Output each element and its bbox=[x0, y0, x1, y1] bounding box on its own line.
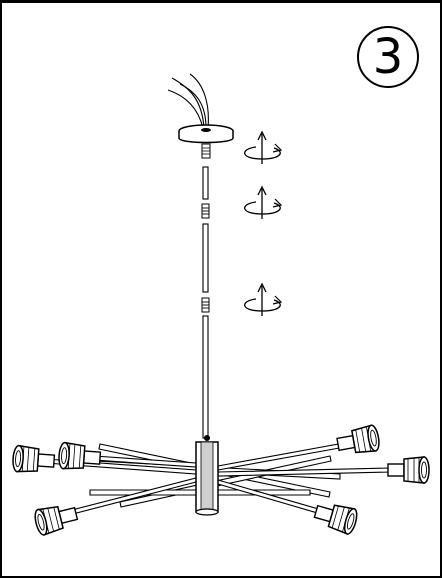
rotate-arrow-icon bbox=[244, 283, 282, 317]
central-hub bbox=[195, 435, 219, 516]
lamp-socket-icon bbox=[32, 500, 80, 537]
step-number: 3 bbox=[372, 29, 404, 85]
rod-segment-3 bbox=[202, 315, 209, 439]
rod-coupler-2 bbox=[201, 297, 210, 313]
ceiling-canopy-icon bbox=[178, 124, 234, 144]
lamp-socket-icon bbox=[387, 456, 430, 484]
threaded-connector-top bbox=[201, 143, 211, 159]
lamp-socket-icon bbox=[311, 498, 360, 536]
supply-wires bbox=[167, 73, 209, 129]
rod-segment-2 bbox=[202, 223, 209, 293]
rod-segment-1 bbox=[202, 166, 209, 200]
step-number-badge: 3 bbox=[357, 26, 419, 88]
lamp-socket-icon bbox=[335, 423, 382, 458]
rotate-arrow-icon bbox=[244, 186, 282, 220]
step-number-ring bbox=[357, 26, 419, 88]
rod-coupler-1 bbox=[201, 203, 210, 219]
rotate-arrow-icon bbox=[244, 131, 282, 165]
lamp-socket-icon bbox=[11, 444, 56, 475]
